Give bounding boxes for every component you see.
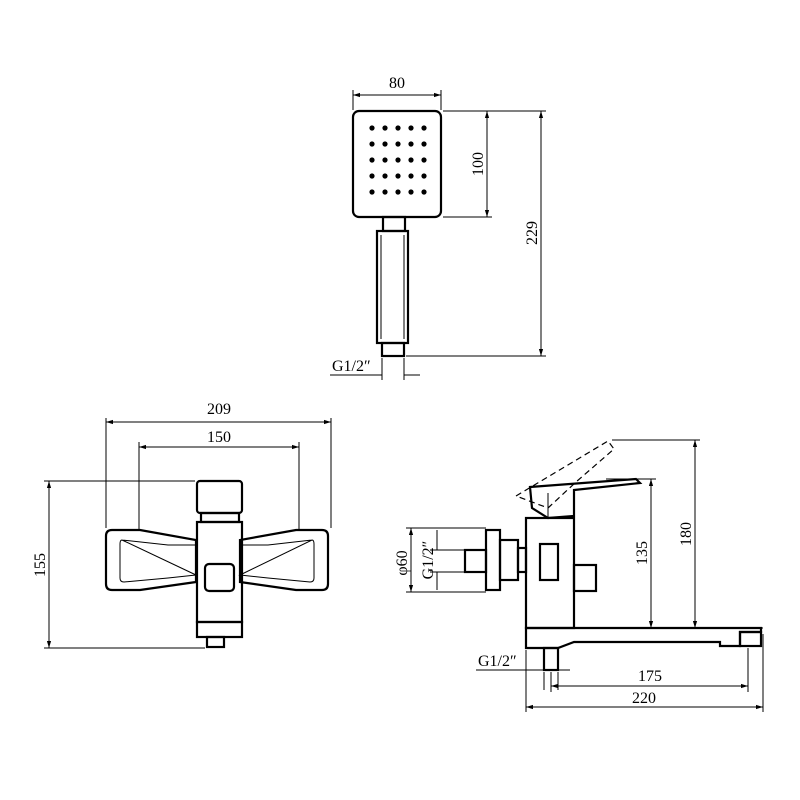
nozzle <box>369 141 375 147</box>
lever-raised-position <box>514 440 615 509</box>
mixer-front-view: 209 150 155 <box>32 401 332 649</box>
dim-155: 155 <box>32 553 49 577</box>
dim-209: 209 <box>207 401 231 418</box>
nozzle <box>421 125 427 131</box>
inlet-pipe <box>463 548 488 574</box>
dim-135: 135 <box>634 541 651 565</box>
side-body <box>524 516 576 630</box>
nozzle <box>421 173 427 179</box>
dim-220: 220 <box>632 690 656 707</box>
dim-229: 229 <box>524 221 541 245</box>
shower-connector <box>380 341 406 358</box>
eccentric-nut <box>484 528 502 592</box>
nozzle <box>382 141 388 147</box>
spout <box>524 626 763 650</box>
nozzle <box>382 157 388 163</box>
nozzle <box>421 157 427 163</box>
lever-closed <box>528 477 643 520</box>
side-right-block <box>572 563 598 593</box>
dim-phi60: φ60 <box>394 550 411 575</box>
nozzle <box>408 189 414 195</box>
nozzle <box>395 157 401 163</box>
side-knob-window <box>538 542 560 582</box>
right-lever-inner <box>238 539 315 583</box>
dim-100: 100 <box>470 152 487 176</box>
hand-shower-view: 80 100 229 G1/2″ <box>330 75 546 380</box>
nozzle <box>408 173 414 179</box>
nut-neck <box>516 546 528 574</box>
left-lever-outer <box>104 528 198 592</box>
spout-thread <box>542 646 560 672</box>
nozzle <box>408 125 414 131</box>
nut-body <box>498 538 520 582</box>
spout-outlet <box>738 630 763 648</box>
dim-180: 180 <box>678 522 695 546</box>
nozzle <box>382 125 388 131</box>
nozzle <box>395 189 401 195</box>
nozzle <box>382 173 388 179</box>
nozzle <box>421 189 427 195</box>
nozzle <box>369 125 375 131</box>
nozzle <box>408 157 414 163</box>
mixer-side-view: φ60 G1/2″ 135 180 G1/2″ 175 220 <box>394 439 764 712</box>
dim-175: 175 <box>638 668 662 685</box>
left-lever-inner <box>119 539 198 583</box>
nozzle <box>369 189 375 195</box>
dim-80: 80 <box>389 75 405 92</box>
mixer-body <box>195 520 244 624</box>
nozzle <box>395 125 401 131</box>
cartridge-neck <box>199 511 241 524</box>
nozzle <box>382 189 388 195</box>
thread-g12-inlet: G1/2″ <box>420 541 437 580</box>
nozzle <box>369 157 375 163</box>
thread-g12-spout: G1/2″ <box>478 653 517 670</box>
diverter-band <box>195 620 244 639</box>
dim-150: 150 <box>207 429 231 446</box>
cartridge-cap <box>195 479 244 515</box>
right-lever-outer <box>238 528 330 592</box>
shower-neck <box>381 215 407 233</box>
nozzle-grid <box>369 125 427 195</box>
front-window <box>203 562 236 593</box>
nozzle <box>421 141 427 147</box>
nozzle <box>369 173 375 179</box>
nozzle <box>395 173 401 179</box>
thread-g12-hand: G1/2″ <box>332 358 371 375</box>
shower-handle <box>375 229 410 345</box>
nozzle <box>395 141 401 147</box>
nozzle <box>408 141 414 147</box>
diverter-knob <box>205 635 226 649</box>
